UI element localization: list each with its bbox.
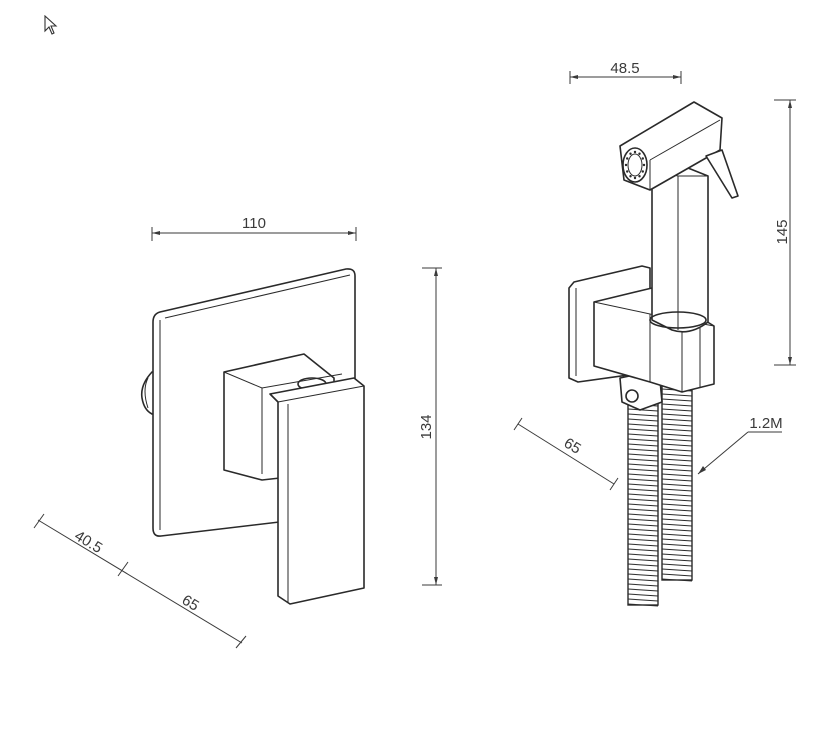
mouse-pointer-icon — [44, 15, 58, 35]
dimension-valve-height: 134 — [418, 267, 442, 586]
dimension-valve-width: 110 — [151, 215, 357, 241]
label-valve-depth-back: 40.5 — [71, 527, 105, 557]
label-holder-depth: 65 — [561, 435, 584, 458]
dimension-sprayer-height: 145 — [774, 99, 796, 366]
dimension-holder-depth: 65 — [513, 417, 619, 491]
mixer-valve — [140, 268, 365, 605]
dimension-sprayer-width: 48.5 — [569, 60, 682, 84]
sprayer-trigger — [705, 149, 739, 199]
label-sprayer-height: 145 — [774, 219, 791, 244]
hose-left — [627, 394, 659, 607]
sprayer-assembly — [568, 101, 739, 607]
label-valve-height: 134 — [418, 414, 435, 439]
hose-right — [661, 384, 693, 582]
label-valve-depth-front: 65 — [179, 592, 202, 615]
dimension-hose-length: 1.2M — [697, 415, 783, 475]
valve-lever — [269, 377, 365, 605]
sprayer-handle — [651, 163, 709, 333]
label-valve-width: 110 — [242, 215, 266, 232]
label-hose-length: 1.2M — [749, 415, 782, 432]
label-sprayer-width: 48.5 — [610, 60, 639, 77]
dimension-valve-depth: 40.5 65 — [33, 513, 247, 649]
